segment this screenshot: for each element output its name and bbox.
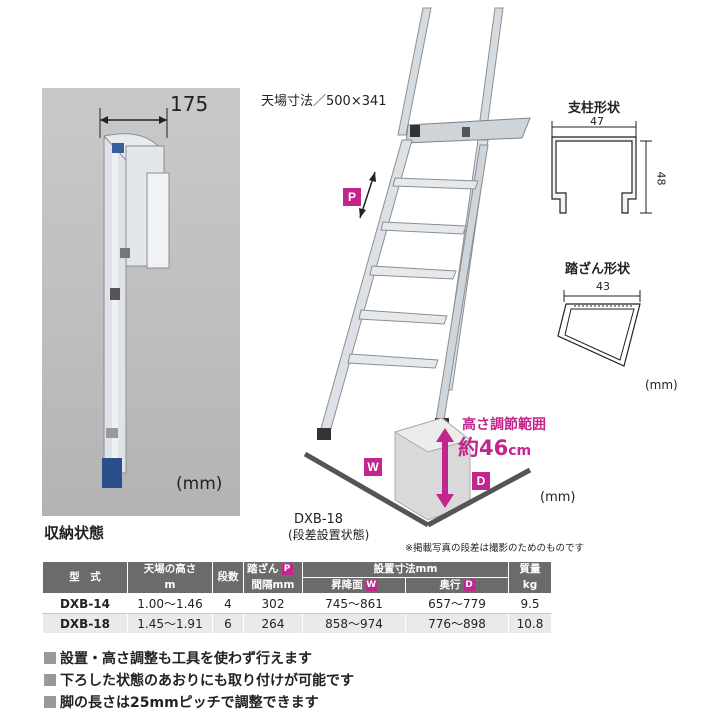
platform-size-label: 天場寸法／500×341 <box>261 94 387 109</box>
th-depth-label: 奥行 <box>439 579 461 591</box>
cell-depth: 657～779 <box>405 593 509 614</box>
feature-item: 下ろした状態のあおりにも取り付けが可能です <box>44 670 354 690</box>
width-tag: W <box>364 458 382 476</box>
stored-width-dimension: 175 <box>170 92 209 116</box>
th-model: 型 式 <box>42 561 128 594</box>
th-steps: 段数 <box>212 561 244 594</box>
model-caption-line2: (段差設置状態) <box>288 528 370 542</box>
cell-interval: 302 <box>243 593 303 614</box>
cell-steps: 6 <box>212 613 244 634</box>
feature-item: 脚の長さは25mmピッチで調整できます <box>44 692 319 712</box>
table-row: DXB-18 1.45～1.91 6 264 858～974 776～898 1… <box>42 613 552 634</box>
th-interval: 間隔mm <box>243 577 303 594</box>
bullet-square-icon <box>44 674 56 686</box>
cell-slope: 745～861 <box>302 593 406 614</box>
feature-text: 下ろした状態のあおりにも取り付けが可能です <box>60 673 354 689</box>
cell-height: 1.00～1.46 <box>127 593 213 614</box>
feature-text: 設置・高さ調整も工具を使わず行えます <box>60 651 312 667</box>
stored-state-caption: 収納状態 <box>44 524 105 542</box>
th-slope-tag: W <box>365 579 377 591</box>
photo-note: ※掲載写真の段差は撮影のためのものです <box>405 543 584 554</box>
th-step-tag: P <box>281 563 293 575</box>
bullet-square-icon <box>44 652 56 664</box>
th-mass-unit: kg <box>508 577 552 594</box>
height-range-unit: cm <box>508 443 532 459</box>
ladder-illustration <box>303 7 532 528</box>
height-range-label: 高さ調節範囲 <box>462 417 546 433</box>
th-slope-label: 昇降面 <box>331 579 363 591</box>
bullet-square-icon <box>44 696 56 708</box>
stored-unit-label: (mm) <box>176 474 223 494</box>
cell-mass: 9.5 <box>508 593 552 614</box>
height-range-number: 約46 <box>458 436 509 460</box>
th-height-unit: m <box>127 577 213 594</box>
cell-interval: 264 <box>243 613 303 634</box>
cell-steps: 4 <box>212 593 244 614</box>
main-unit-label: (mm) <box>540 490 576 505</box>
th-height: 天場の高さ <box>127 561 213 578</box>
height-range-value: 約46cm <box>458 432 531 462</box>
cell-model: DXB-14 <box>42 593 128 614</box>
step-shape-title: 踏ざん形状 <box>565 262 631 277</box>
cell-model: DXB-18 <box>42 613 128 634</box>
table-row: DXB-14 1.00～1.46 4 302 745～861 657～779 9… <box>42 593 552 614</box>
feature-item: 設置・高さ調整も工具を使わず行えます <box>44 648 312 668</box>
post-width-dimension: 47 <box>590 115 604 128</box>
profile-unit-label: (mm) <box>645 378 678 392</box>
post-height-dimension: 48 <box>654 171 668 186</box>
th-install: 設置寸法mm <box>302 561 509 578</box>
th-step-label: 踏ざん <box>247 563 279 576</box>
step-width-dimension: 43 <box>596 280 610 293</box>
post-shape-title: 支柱形状 <box>568 101 621 116</box>
pitch-tag: P <box>343 188 361 206</box>
cell-height: 1.45～1.91 <box>127 613 213 634</box>
cell-mass: 10.8 <box>508 613 552 634</box>
depth-tag: D <box>472 472 490 490</box>
post-profile-drawing <box>551 121 652 214</box>
stored-ladder-illustration <box>99 108 170 488</box>
stored-state-photo <box>42 88 240 516</box>
th-mass: 質量 <box>508 561 552 578</box>
step-profile-drawing <box>557 290 641 367</box>
feature-text: 脚の長さは25mmピッチで調整できます <box>60 695 319 711</box>
model-caption-line1: DXB-18 <box>294 512 344 527</box>
cell-depth: 776～898 <box>405 613 509 634</box>
th-depth-tag: D <box>463 579 475 591</box>
cell-slope: 858～974 <box>302 613 406 634</box>
